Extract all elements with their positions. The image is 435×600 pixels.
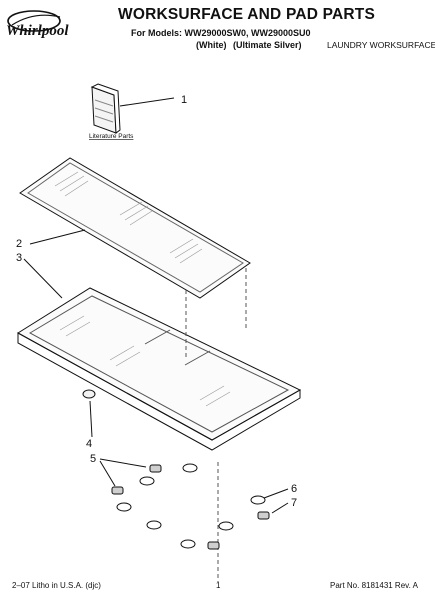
worksurface-tray: [17, 287, 302, 451]
section-label: LAUNDRY WORKSURFACE: [327, 40, 435, 50]
pad-clip: [257, 511, 270, 520]
variant-white: (White): [196, 40, 227, 50]
page-header: Whirlpool WORKSURFACE AND PAD PARTS For …: [0, 0, 435, 60]
callout-leaders: [23, 97, 289, 514]
callout-6: 6: [291, 483, 297, 495]
callout-5: 5: [90, 453, 96, 465]
pad-oval: [139, 476, 155, 486]
footer-page-number: 1: [216, 581, 221, 590]
worksurface-pad: [19, 157, 251, 299]
whirlpool-logo: Whirlpool: [4, 7, 84, 41]
pad-oval: [182, 463, 198, 473]
variant-silver: (Ultimate Silver): [233, 40, 302, 50]
callout-7: 7: [291, 497, 297, 509]
callout-4: 4: [86, 438, 92, 450]
pad-clip: [207, 541, 220, 550]
literature-booklet: [90, 83, 121, 134]
assembly-guides: [185, 268, 247, 582]
callout-3: 3: [16, 252, 22, 264]
foot-pad: [82, 389, 96, 399]
models-line: For Models: WW29000SW0, WW29000SU0: [131, 28, 311, 38]
pad-oval: [218, 521, 234, 531]
callout-2: 2: [16, 238, 22, 250]
pad-clip: [111, 486, 124, 495]
pad-oval: [250, 495, 266, 505]
whirlpool-logo-graphic: Whirlpool: [6, 10, 69, 39]
page-title: WORKSURFACE AND PAD PARTS: [118, 6, 376, 23]
pad-group: [111, 463, 270, 550]
literature-parts-label: Literature Parts: [89, 133, 134, 140]
pad-oval: [146, 520, 162, 530]
pad-oval: [116, 502, 132, 512]
pad-oval: [180, 539, 196, 549]
brand-name: Whirlpool: [6, 23, 69, 39]
pad-clip: [149, 464, 162, 473]
footer-part-number: Part No. 8181431 Rev. A: [330, 581, 418, 590]
footer-litho: 2–07 Litho in U.S.A. (djc): [12, 581, 101, 590]
callout-1: 1: [181, 94, 187, 106]
